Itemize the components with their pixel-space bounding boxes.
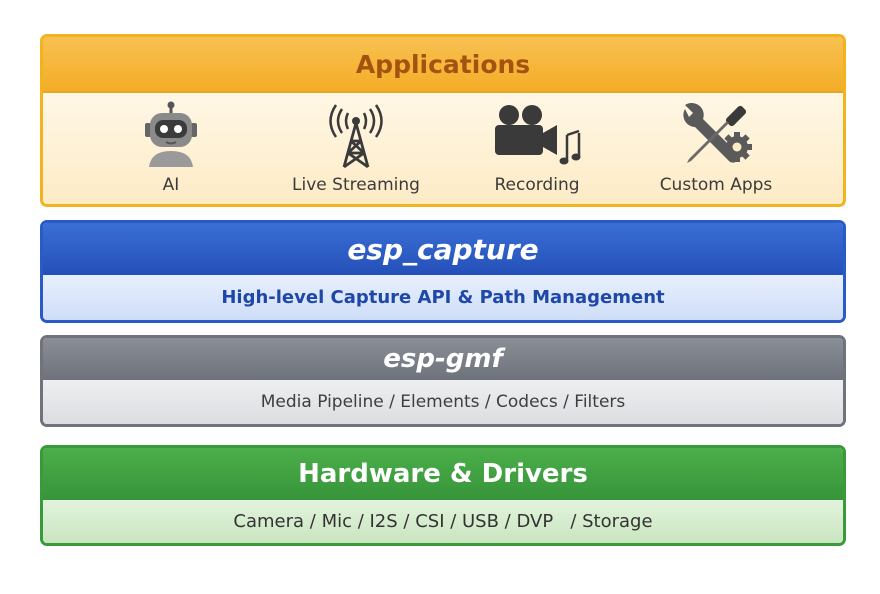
app-label-ai: AI bbox=[162, 175, 180, 195]
esp-gmf-title: esp-gmf bbox=[43, 338, 843, 380]
app-label-custom-apps: Custom Apps bbox=[659, 175, 773, 195]
esp-capture-layer: esp_capture High-level Capture API & Pat… bbox=[40, 220, 846, 323]
applications-items: AI Live Streaming bbox=[43, 93, 843, 204]
esp-gmf-layer: esp-gmf Media Pipeline / Elements / Code… bbox=[40, 335, 846, 427]
app-item-custom-apps: Custom Apps bbox=[626, 93, 806, 204]
antenna-tower-icon bbox=[266, 101, 446, 169]
tools-gear-icon bbox=[626, 101, 806, 169]
applications-title: Applications bbox=[43, 37, 843, 93]
hardware-layer: Hardware & Drivers Camera / Mic / I2S / … bbox=[40, 445, 846, 546]
app-label-live-streaming: Live Streaming bbox=[292, 175, 420, 195]
applications-layer: Applications AI bbox=[40, 34, 846, 207]
esp-gmf-subtitle: Media Pipeline / Elements / Codecs / Fil… bbox=[43, 380, 843, 424]
app-item-live-streaming: Live Streaming bbox=[266, 93, 446, 204]
video-camera-music-icon bbox=[447, 101, 627, 169]
hardware-subtitle: Camera / Mic / I2S / CSI / USB / DVP / S… bbox=[43, 500, 843, 543]
robot-icon bbox=[81, 101, 261, 169]
app-item-recording: Recording bbox=[447, 93, 627, 204]
esp-capture-subtitle: High-level Capture API & Path Management bbox=[43, 275, 843, 320]
hardware-title: Hardware & Drivers bbox=[43, 448, 843, 500]
app-item-ai: AI bbox=[81, 93, 261, 204]
app-label-recording: Recording bbox=[494, 175, 580, 195]
esp-capture-title: esp_capture bbox=[43, 223, 843, 275]
